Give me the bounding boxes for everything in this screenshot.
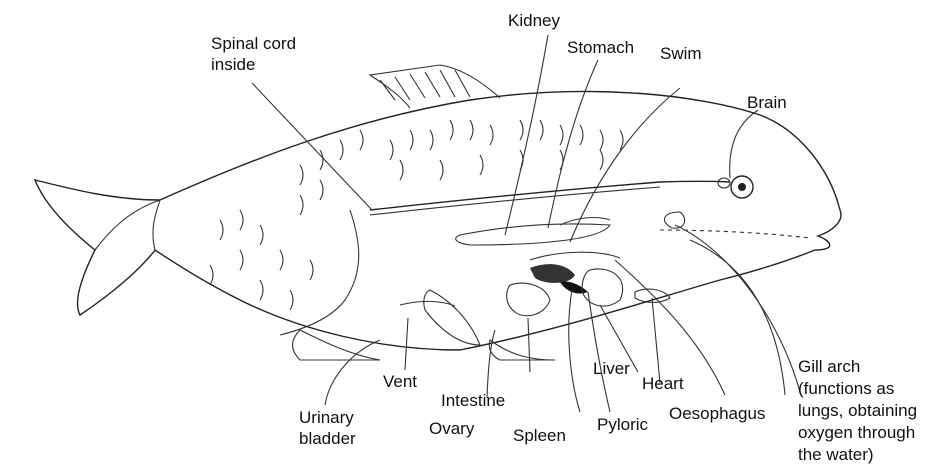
label-spleen: Spleen — [513, 425, 566, 446]
fish-body-outline — [35, 91, 841, 350]
spleen-organ — [560, 282, 588, 294]
dorsal-fin — [370, 65, 500, 108]
pyloric-organ — [530, 264, 575, 283]
label-urinary-bladder: Urinary bladder — [299, 407, 356, 449]
label-intestine: Intestine — [441, 390, 505, 411]
kidney-organ — [456, 224, 610, 245]
label-liver: Liver — [593, 358, 630, 379]
label-stomach: Stomach — [567, 37, 634, 58]
label-kidney: Kidney — [508, 10, 560, 31]
brain-organ — [718, 178, 730, 188]
label-spinal-cord: Spinal cord inside — [211, 33, 296, 75]
tail-fin — [95, 200, 160, 250]
swim-bladder — [530, 252, 620, 260]
intestine-organ — [507, 283, 550, 316]
label-oesophagus: Oesophagus — [669, 403, 765, 424]
liver-organ — [582, 269, 623, 306]
label-gill-arch: Gill arch (functions as lungs, obtaining… — [798, 356, 917, 466]
spinal-cord — [370, 181, 730, 210]
label-ovary: Ovary — [429, 418, 474, 439]
ovary-organ — [424, 290, 480, 345]
label-brain: Brain — [747, 92, 787, 113]
anal-fin — [489, 340, 555, 360]
label-vent: Vent — [383, 371, 417, 392]
label-heart: Heart — [642, 373, 684, 394]
label-swim: Swim — [660, 43, 702, 64]
label-pyloric: Pyloric — [597, 414, 648, 435]
